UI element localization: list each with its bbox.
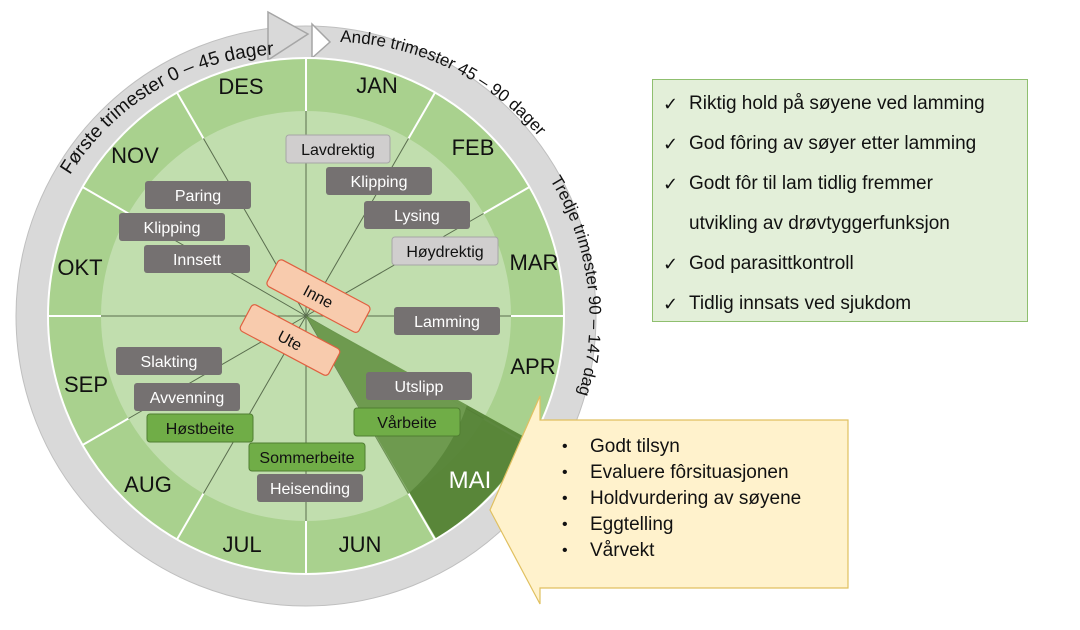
may-task: •Evaluere fôrsituasjonen: [562, 460, 848, 486]
checklist-item: ✓Tidlig innsats ved sjukdom: [663, 293, 912, 314]
activity-klipping-1: Klipping: [351, 174, 408, 191]
sector-dividers: [48, 58, 564, 574]
activity-varbeite: Vårbeite: [377, 414, 437, 432]
activity-box-lamming: [394, 307, 500, 335]
activity-klipping-2: Klipping: [144, 220, 201, 237]
activity-box-klipping-1: [326, 167, 432, 195]
month-nov: NOV: [111, 143, 159, 168]
check-icon: ✓: [663, 254, 679, 274]
check-icon: ✓: [663, 174, 679, 194]
activity-lamming: Lamming: [414, 314, 480, 331]
check-icon: ✓: [663, 294, 679, 314]
activity-box-varbeite: [353, 407, 461, 437]
activity-innsett: Innsett: [173, 252, 222, 269]
activity-box-lysing: [364, 201, 470, 229]
month-apr: APR: [510, 354, 555, 379]
checklist-item: ✓God parasittkontroll: [663, 253, 854, 274]
activity-box-heisending: [257, 474, 363, 502]
bullet-icon: •: [562, 490, 568, 507]
may-task: •Godt tilsyn: [562, 434, 848, 460]
activity-lysing: Lysing: [394, 208, 440, 225]
check-icon: ✓: [663, 94, 679, 114]
activity-box-klipping-2: [119, 213, 225, 241]
inside-box: [266, 259, 371, 333]
checklist-item: ✓Riktig hold på søyene ved lamming: [663, 93, 985, 114]
activity-lavdrektig: Lavdrektig: [301, 142, 375, 159]
checklist-item: ✓Godt fôr til lam tidlig fremmer: [663, 173, 933, 194]
checklist-panel: ✓Riktig hold på søyene ved lamming ✓God …: [652, 79, 1028, 322]
month-okt: OKT: [57, 255, 102, 280]
sector-divider: [483, 186, 530, 215]
month-mai: MAI: [449, 467, 492, 494]
second-trimester-arrow-notch: [311, 22, 332, 60]
activity-box-paring: [145, 181, 251, 209]
checklist-item: ✓God fôring av søyer etter lamming: [663, 133, 977, 154]
month-sep: SEP: [64, 372, 108, 397]
activity-utslipp: Utslipp: [395, 379, 444, 396]
first-trimester-arrow: [267, 10, 310, 62]
may-task: •Vårvekt: [562, 538, 848, 564]
checklist-item-continued: utvikling av drøvtyggerfunksjon: [689, 213, 950, 234]
outside-box: [239, 304, 341, 376]
activity-box-lavdrektig: [285, 134, 391, 164]
month-feb: FEB: [452, 135, 495, 160]
activity-hostbeite: Høstbeite: [166, 421, 235, 438]
may-callout: [489, 395, 849, 605]
activity-avvenning: Avvenning: [150, 390, 224, 407]
activity-box-hostbeite: [146, 413, 254, 443]
month-jun: JUN: [339, 532, 382, 557]
activity-box-slakting: [116, 347, 222, 375]
month-des: DES: [218, 74, 263, 99]
activity-slakting: Slakting: [141, 354, 198, 371]
bullet-icon: •: [562, 438, 568, 455]
activity-box-avvenning: [134, 383, 240, 411]
activity-heisending: Heisending: [270, 481, 350, 498]
check-icon: ✓: [663, 134, 679, 154]
bullet-icon: •: [562, 542, 568, 559]
sector-divider: [176, 92, 205, 139]
sector-divider: [82, 417, 129, 446]
activity-box-innsett: [144, 245, 250, 273]
month-jul: JUL: [222, 532, 261, 557]
may-highlight-inner: [306, 316, 467, 494]
activity-box-sommerbeite: [248, 442, 366, 472]
activity-sommerbeite: Sommerbeite: [259, 450, 354, 467]
sector-divider: [82, 186, 129, 215]
activity-box-hoydrektig: [391, 236, 499, 266]
bullet-icon: •: [562, 464, 568, 481]
may-task: •Holdvurdering av søyene: [562, 486, 848, 512]
activity-hoydrektig: Høydrektig: [406, 244, 483, 261]
sector-divider: [176, 493, 205, 540]
month-jan: JAN: [356, 73, 398, 98]
activity-box-utslipp: [366, 372, 472, 400]
may-task: •Eggtelling: [562, 512, 848, 538]
may-task-list: •Godt tilsyn •Evaluere fôrsituasjonen •H…: [542, 420, 848, 588]
month-mar: MAR: [510, 250, 559, 275]
activity-paring: Paring: [175, 188, 221, 205]
bullet-icon: •: [562, 516, 568, 533]
month-aug: AUG: [124, 472, 172, 497]
sector-divider: [407, 493, 436, 540]
sector-divider: [407, 92, 436, 139]
